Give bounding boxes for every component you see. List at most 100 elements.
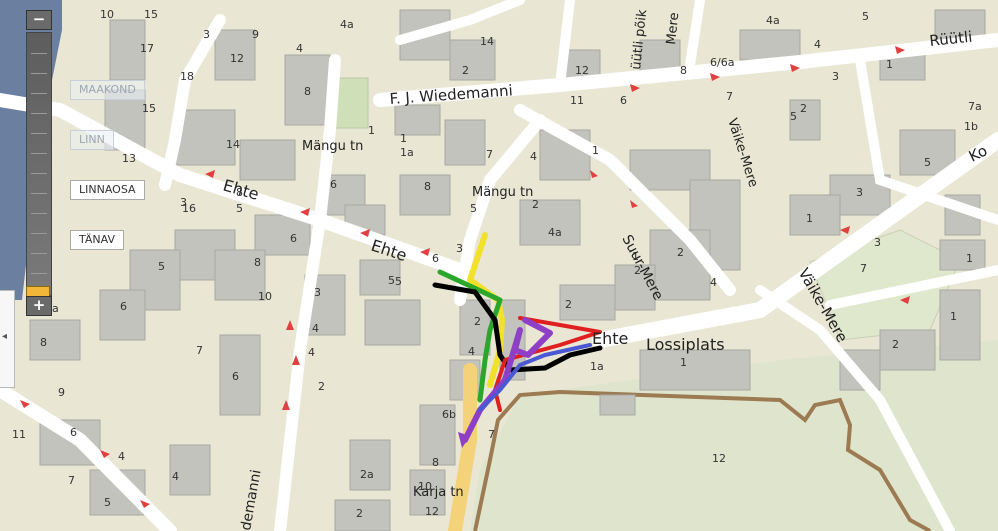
street-label-ruutli: Rüütli: [929, 28, 974, 50]
street-label-ruutli-poik: üütli põik: [629, 8, 650, 70]
house-number: 1: [632, 250, 639, 263]
house-number: 4: [312, 322, 319, 335]
zoom-control: − +: [18, 10, 62, 316]
zoom-slider-track[interactable]: [26, 32, 52, 296]
house-number: 7: [860, 262, 867, 275]
house-number: 2a: [360, 468, 374, 481]
house-number: 6: [290, 232, 297, 245]
house-number: 1: [886, 58, 893, 71]
house-number: 4: [468, 345, 475, 358]
house-number: 2: [474, 315, 481, 328]
house-numbers: 10 15 17 3 18 15 13 11 16 14 9 12 8 4 4a…: [12, 8, 982, 520]
house-number: 5: [924, 156, 931, 169]
house-number: 2: [677, 246, 684, 259]
house-number: 8: [304, 85, 311, 98]
street-label-mangu-1: Mängu tn: [302, 139, 363, 154]
chevron-left-icon: ◂: [2, 331, 8, 342]
house-number: 1b: [964, 120, 978, 133]
house-number: 7: [726, 90, 733, 103]
house-number: 5: [470, 202, 477, 215]
house-number: 4: [172, 470, 179, 483]
house-number: 6: [232, 370, 239, 383]
house-number: 15: [142, 102, 156, 115]
zoom-level-maakond[interactable]: MAAKOND: [70, 80, 145, 100]
house-number: 1: [368, 124, 375, 137]
drawn-routes: [432, 232, 603, 448]
house-number: 6b: [442, 408, 456, 421]
house-number: 16: [182, 202, 196, 215]
house-number: 12: [712, 452, 726, 465]
house-number: 4: [296, 42, 303, 55]
house-number: 1: [592, 144, 599, 157]
house-number: 6: [330, 178, 337, 191]
house-number: 12: [425, 505, 439, 518]
house-number: 3: [314, 286, 321, 299]
house-number: 17: [140, 42, 154, 55]
zoom-level-linn[interactable]: LINN: [70, 130, 114, 150]
house-number: 4: [814, 38, 821, 51]
house-number: 3: [874, 236, 881, 249]
house-number: 1: [680, 356, 687, 369]
zoom-level-tanav[interactable]: TÄNAV: [70, 230, 124, 250]
house-number: 2: [565, 298, 572, 311]
house-number: 6/6a: [710, 56, 734, 69]
house-number: 9: [58, 386, 65, 399]
house-number: 8: [40, 336, 47, 349]
house-number: 2: [634, 264, 641, 277]
house-number: 5: [388, 274, 395, 287]
house-number: 4: [308, 346, 315, 359]
side-panel-toggle[interactable]: ◂: [0, 290, 15, 388]
house-number: 3: [203, 28, 210, 41]
house-number: 2: [892, 338, 899, 351]
house-number: 14: [480, 35, 494, 48]
house-number: 2: [532, 198, 539, 211]
street-label-wiedemanni: F. J. Wiedemanni: [389, 81, 513, 108]
house-number: 5: [395, 275, 402, 288]
house-number: 7: [486, 148, 493, 161]
house-number: 12: [575, 64, 589, 77]
house-number: 3: [856, 186, 863, 199]
zoom-in-button[interactable]: +: [26, 296, 52, 316]
house-number: 6: [70, 426, 77, 439]
house-number: 14: [226, 138, 240, 151]
house-number: 5: [862, 10, 869, 23]
house-number: 5: [158, 260, 165, 273]
house-number: 4a: [766, 14, 780, 27]
house-number: 3: [456, 242, 463, 255]
route-blue: [478, 343, 592, 412]
street-label-vaike-mere-1: Väike-Mere: [724, 117, 760, 190]
house-number: 1: [806, 212, 813, 225]
house-number: 2: [800, 102, 807, 115]
house-number: 8: [254, 256, 261, 269]
zoom-out-button[interactable]: −: [26, 10, 52, 30]
house-number: 3: [832, 70, 839, 83]
house-number: 7: [488, 428, 495, 441]
house-number: 1a: [400, 146, 414, 159]
house-number: 5: [104, 496, 111, 509]
zoom-level-linnaosa[interactable]: LINNAOSA: [70, 180, 145, 200]
house-number: 6: [432, 252, 439, 265]
house-number: 7: [196, 344, 203, 357]
house-number: 1: [950, 310, 957, 323]
house-number: 13: [122, 152, 136, 165]
house-number: 10: [258, 290, 272, 303]
house-number: 8: [424, 180, 431, 193]
house-number: 5: [236, 202, 243, 215]
house-number: 4a: [548, 226, 562, 239]
house-number: 6: [620, 94, 627, 107]
street-label-karja: Karja tn: [413, 485, 464, 500]
house-number: 10: [418, 480, 432, 493]
house-number: 3: [180, 196, 187, 209]
house-number: 7: [68, 474, 75, 487]
house-number: 15: [144, 8, 158, 21]
house-number: 4: [710, 276, 717, 289]
route-arrow-head: [458, 432, 470, 448]
street-label-lossiplats: Lossiplats: [646, 335, 725, 354]
house-number: 4a: [340, 18, 354, 31]
house-number: 2: [318, 380, 325, 393]
house-number: 11: [570, 94, 584, 107]
street-label-mangu-2: Mängu tn: [472, 185, 533, 200]
house-number: 7a: [968, 100, 982, 113]
